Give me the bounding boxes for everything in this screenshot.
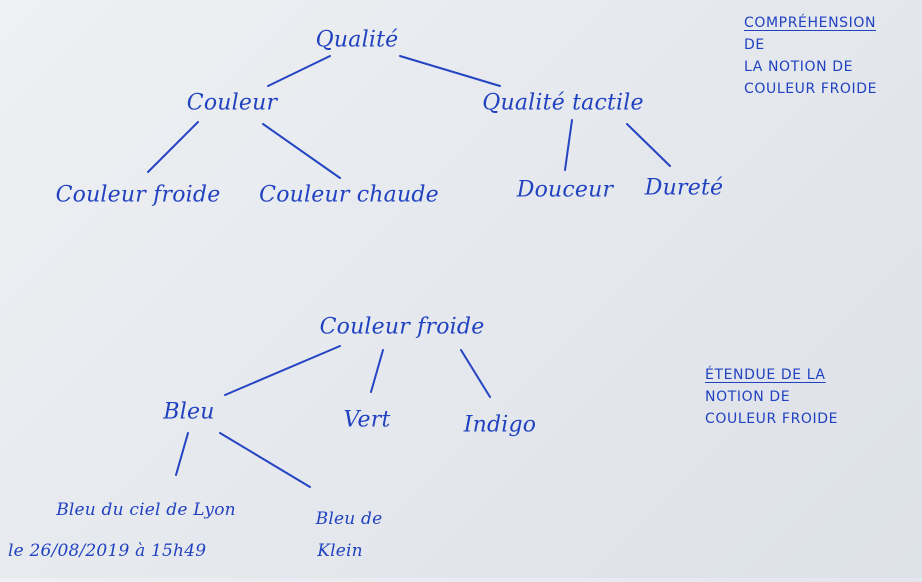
note-etendue-line1: Étendue de la bbox=[705, 367, 826, 383]
note-comprehension-tail: de bbox=[744, 37, 765, 53]
note-comprehension-line2: la notion de bbox=[744, 59, 854, 75]
node-vert: Vert bbox=[343, 407, 391, 433]
edge-qualite-qualite-tactile bbox=[399, 55, 501, 87]
note-comprehension: Compréhension de la notion de couleur fr… bbox=[744, 12, 877, 100]
node-couleur-chaude: Couleur chaude bbox=[259, 182, 439, 208]
edge-froide-vert bbox=[370, 349, 384, 393]
edge-tactile-douceur bbox=[564, 119, 573, 171]
node-douceur: Douceur bbox=[516, 177, 614, 203]
edge-tactile-durete bbox=[626, 123, 671, 167]
node-couleur: Couleur bbox=[186, 90, 278, 116]
node-bleu-klein-line1: Bleu de bbox=[315, 509, 383, 529]
node-bleu-ciel-lyon: Bleu du ciel de Lyon bbox=[56, 500, 236, 520]
node-couleur-froide-1: Couleur froide bbox=[55, 182, 221, 208]
node-date: le 26/08/2019 à 15h49 bbox=[8, 541, 207, 561]
edge-couleur-couleur-froide bbox=[147, 121, 199, 173]
note-etendue-line3: couleur froide bbox=[705, 411, 839, 427]
edge-froide-indigo bbox=[460, 349, 491, 398]
edge-froide-bleu bbox=[224, 345, 341, 396]
node-bleu-klein-line2: Klein bbox=[317, 541, 363, 561]
node-qualite-tactile: Qualité tactile bbox=[482, 90, 644, 116]
node-bleu: Bleu bbox=[163, 399, 215, 425]
note-comprehension-line3: couleur froide bbox=[744, 81, 878, 97]
note-comprehension-word: Compréhension bbox=[744, 15, 877, 31]
edge-couleur-couleur-chaude bbox=[262, 123, 341, 179]
node-indigo: Indigo bbox=[463, 412, 537, 438]
edge-bleu-klein bbox=[219, 432, 311, 488]
edge-qualite-couleur bbox=[267, 55, 331, 87]
note-comprehension-line1: Compréhension de bbox=[744, 12, 877, 56]
edge-bleu-ciel-lyon bbox=[175, 432, 189, 476]
note-etendue: Étendue de la notion de couleur froide bbox=[705, 364, 838, 430]
node-qualite: Qualité bbox=[315, 27, 399, 53]
node-durete: Dureté bbox=[644, 175, 724, 201]
note-etendue-line2: notion de bbox=[705, 389, 791, 405]
node-couleur-froide-2: Couleur froide bbox=[319, 314, 485, 340]
